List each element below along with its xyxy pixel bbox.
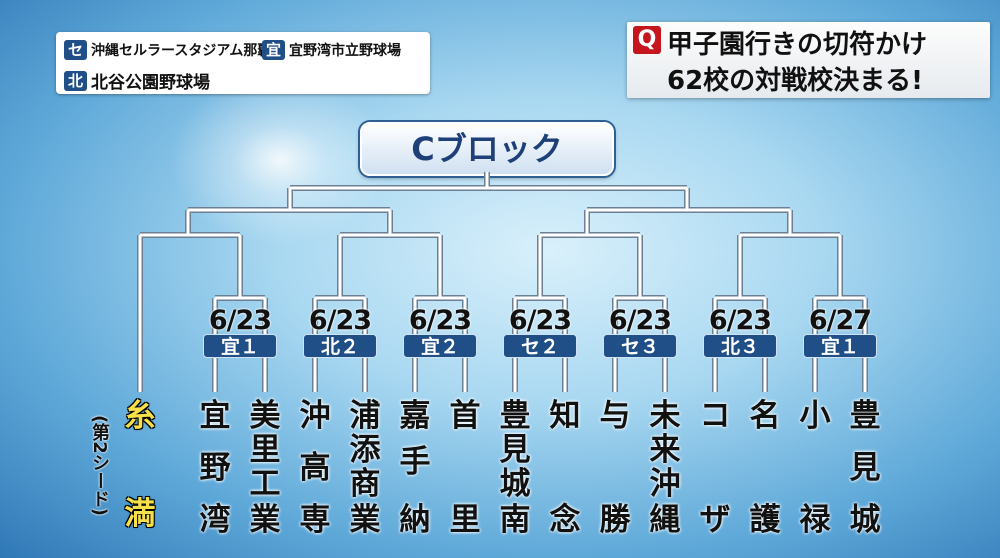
venue-legend: セ 沖縄セルラースタジアム那覇 宜 宜野湾市立野球場 北 北谷公園野球場 (56, 32, 430, 94)
match-date: 6/23 (208, 305, 272, 336)
match-date: 6/23 (308, 305, 372, 336)
match-date: 6/23 (708, 305, 772, 336)
second-seed-note: (第2シード) (89, 414, 110, 516)
match-venue-badge: セ３ (603, 334, 677, 358)
match-date: 6/23 (508, 305, 572, 336)
match-date: 6/23 (408, 305, 472, 336)
block-title: Cブロック (360, 122, 614, 176)
legend-badge: セ (64, 40, 88, 60)
headline-line-1: 甲子園行きの切符かけ (667, 30, 928, 60)
match-venue-badge: 宜１ (203, 334, 277, 358)
legend-badge: 北 (64, 70, 88, 91)
legend-item-chatan: 北 北谷公園野球場 (64, 68, 210, 93)
match-venue-badge: 北２ (303, 334, 377, 358)
match-venue-badge: セ２ (503, 334, 577, 358)
match-venue-badge: 宜１ (803, 334, 877, 358)
news-headline: Q 甲子園行きの切符かけ 62校の対戦校決まる! (627, 22, 990, 98)
legend-item-ginowan: 宜 宜野湾市立野球場 (262, 40, 401, 60)
headline-line-2: 62校の対戦校決まる! (667, 66, 924, 96)
match-venue-badge: 宜２ (403, 334, 477, 358)
legend-label: 宜野湾市立野球場 (289, 43, 402, 59)
match-venue-badge: 北３ (703, 334, 777, 358)
legend-item-cellular: セ 沖縄セルラースタジアム那覇 (64, 40, 271, 60)
legend-label: 沖縄セルラースタジアム那覇 (91, 43, 272, 59)
match-date: 6/23 (608, 305, 672, 336)
match-date: 6/27 (808, 305, 872, 336)
legend-badge: 宜 (262, 40, 286, 60)
legend-label: 北谷公園野球場 (91, 73, 211, 93)
q-plus-logo-icon: Q (633, 26, 661, 54)
